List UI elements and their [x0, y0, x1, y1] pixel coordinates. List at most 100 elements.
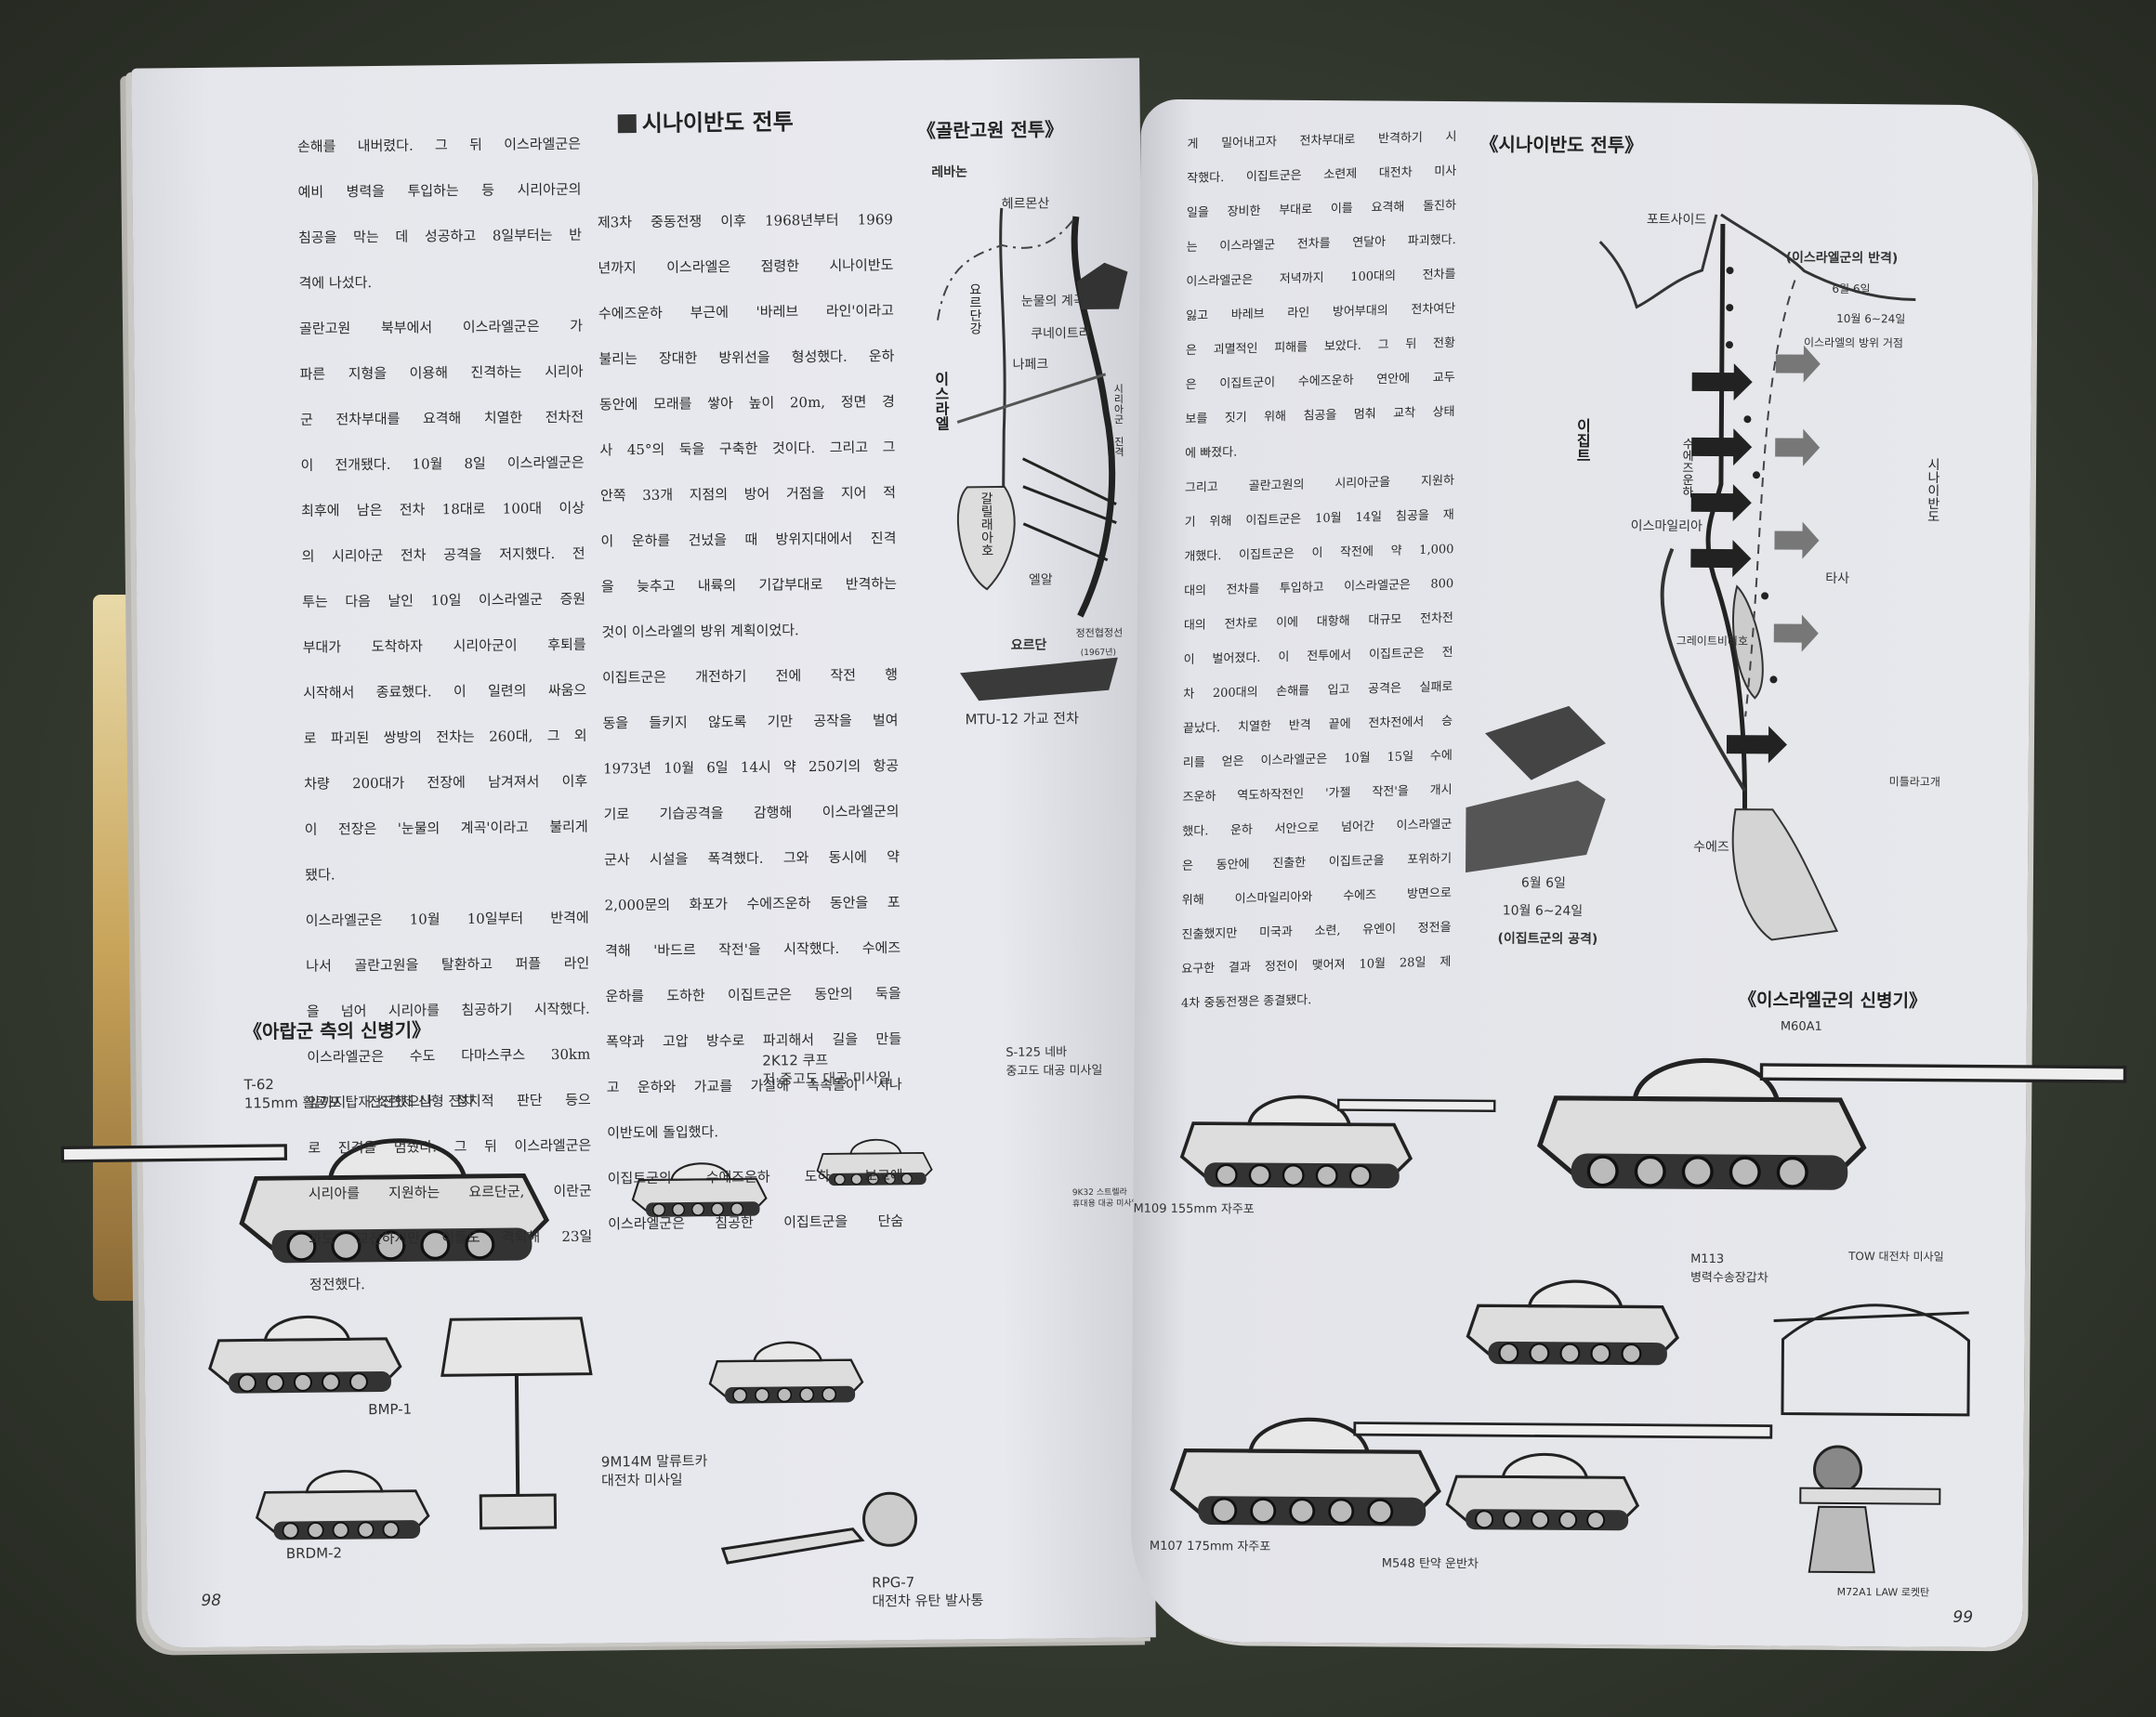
body-text-line: 기로 기습공격을 감행해 이스라엘군의 — [603, 803, 900, 823]
weapon-name: S-125 네바 — [1006, 1045, 1068, 1060]
body-text-line: 수에즈운하 부근에 '바레브 라인'이라고 — [598, 302, 894, 322]
page-number-right: 99 — [1952, 1607, 1974, 1627]
brdm2-drawing — [255, 1470, 430, 1540]
arab-weapons-heading: 《아랍군 측의 신병기》 — [243, 1018, 431, 1043]
body-text-line: 시작해서 종료했다. 이 일련의 싸움으 — [303, 681, 587, 701]
map-label-lebanon: 레바논 — [931, 164, 968, 180]
weapon-name: M107 175mm 자주포 — [1149, 1539, 1271, 1554]
weapon-caption-m60a1: M60A1 — [1781, 1017, 1822, 1036]
m109-drawing — [1179, 1094, 1496, 1188]
t62-drawing — [60, 1138, 550, 1264]
map-label-great-bitter-lake: 그레이트비터호 — [1676, 634, 1749, 649]
weapon-name: M72A1 LAW 로켓탄 — [1836, 1585, 1930, 1599]
body-text-line: 을 늦추고 내륙의 기갑부대로 반격하는 — [600, 575, 898, 596]
weapon-caption-m109: M109 155mm 자주포 — [1133, 1200, 1254, 1220]
weapon-desc: 병력수송장갑차 — [1689, 1270, 1768, 1286]
body-text-line: 침공을 막는 데 성공하고 8일부터는 반 — [297, 226, 583, 246]
map-title: 《골란고원 전투》 — [916, 118, 1064, 142]
map-label-el-al: 엘알 — [1028, 572, 1053, 588]
map-label-galilee: 갈릴래아호 — [978, 492, 994, 557]
body-text-line: 군 전차부대를 요격해 치열한 전차전 — [300, 408, 585, 428]
map-label-ceasefire-line: 정전협정선 — [1075, 626, 1124, 640]
body-text-line: 것이 이스라엘의 방위 계획이었다. — [601, 622, 799, 641]
weapon-caption-m113: M113 병력수송장갑차 — [1690, 1251, 1768, 1289]
weapon-name: BMP-1 — [368, 1400, 413, 1419]
m548-drawing — [1445, 1452, 1640, 1531]
body-text-line: 예비 병력을 투입하는 등 시리아군의 — [297, 180, 582, 201]
tow-drawing — [1773, 1304, 1971, 1417]
left-text-column-2: 제3차 중동전쟁 이후 1968년부터 1969 년까지 이스라엘은 점령한 시나… — [598, 197, 904, 1247]
weapon-caption-m107: M107 175mm 자주포 — [1150, 1538, 1270, 1557]
rpg7-drawing — [720, 1491, 918, 1565]
weapon-name: RPG-7 — [872, 1573, 915, 1592]
body-text-line: 차량 200대가 전장에 남겨져서 이후 — [304, 772, 588, 793]
sa3-truck-drawing — [816, 1138, 933, 1186]
map-label-jordan: 요르단 — [1010, 637, 1047, 653]
weapon-desc: 115mm 활공포 탑재 소련제 신형 전차 — [243, 1092, 475, 1112]
body-text-line: 시리아를 지원하는 요르단군, 이란군 — [308, 1182, 592, 1202]
m107-drawing — [1169, 1417, 1773, 1527]
body-text-line: 파른 지형을 이용해 진격하는 시리아 — [299, 362, 584, 383]
mtu12-caption: MTU-12 가교 전차 — [965, 710, 1079, 728]
body-text-line: 손해를 내버렸다. 그 뒤 이스라엘군은 — [296, 135, 582, 155]
arab-weapons-illustration — [60, 1138, 933, 1565]
body-text-line: 제3차 중동전쟁 이후 1968년부터 1969 — [597, 211, 893, 231]
weapon-name: T-62 — [243, 1076, 274, 1094]
map-label-hermon: 헤르몬산 — [1001, 196, 1050, 212]
m60a1-drawing — [1536, 1057, 2127, 1190]
map-label-valley-of-tears: 눈물의 계곡 — [1020, 293, 1085, 309]
map-label-port-said: 포트사이드 — [1646, 212, 1707, 228]
map-label-egypt-oct: 10월 6~24일 — [1502, 903, 1584, 920]
map-label-ceasefire-year: (1967년) — [1080, 648, 1117, 659]
body-text-line: 1973년 10월 6일 14시 약 250기의 항공 — [602, 757, 900, 778]
section-heading-text: 시나이반도 전투 — [641, 109, 794, 137]
weapon-caption-bmp1: BMP-1 — [368, 1400, 412, 1419]
israeli-weapons-heading: 《이스라엘군의 신병기》 — [1738, 990, 1927, 1012]
israeli-weapons-illustration — [1169, 1057, 2127, 1574]
body-text-line: 동안에 모래를 쌓아 높이 20m, 정면 경 — [598, 393, 896, 413]
map-label-nafakh: 나페크 — [1012, 357, 1049, 373]
weapon-name: M113 — [1690, 1252, 1725, 1267]
body-text-line: 이스라엘군은 침공한 이집트군을 단숨 — [608, 1212, 904, 1233]
weapon-name: M60A1 — [1780, 1019, 1822, 1034]
map-label-egypt: 이집트 — [1573, 417, 1592, 464]
weapon-name: M548 탄약 운반차 — [1381, 1556, 1479, 1572]
m113-drawing — [1466, 1279, 1680, 1366]
body-text-line: 투는 다음 날인 10일 이스라엘군 증원 — [302, 590, 586, 610]
map-label-israeli-june6: 6월 6일 — [1832, 282, 1871, 296]
map-label-israeli-oct: 10월 6~24일 — [1836, 311, 1906, 326]
map-label-suez: 수에즈 — [1693, 839, 1729, 856]
map-label-quneitra: 쿠네이트라 — [1031, 325, 1091, 342]
body-text-line: 의 시리아군 전차 공격을 저지했다. 전 — [301, 544, 585, 565]
weapon-name: TOW 대전차 미사일 — [1848, 1250, 1944, 1264]
body-text-line: 격해 '바드르 작전'을 시작했다. 수에즈 — [605, 939, 901, 960]
weapon-name: 9K32 스트렐라 — [1071, 1187, 1127, 1199]
body-text-line: 년까지 이스라엘은 점령한 시나이반도 — [598, 256, 894, 277]
body-text-line: 부대가 도착하자 시리아군이 후퇴를 — [302, 636, 586, 656]
body-text-line: 과도 교전하지만 이들도 격퇴해 23일 — [309, 1227, 593, 1248]
weapon-desc: 저·중고도 대공 미사일 — [762, 1069, 892, 1088]
body-text-line: 사 45°의 둑을 구축한 것이다. 그리고 그 — [599, 439, 896, 459]
body-text-line: 불리는 장대한 방위선을 형성했다. 운하 — [598, 347, 895, 368]
body-text-line: 이집트군은 개전하기 전에 작전 행 — [601, 666, 899, 687]
bmp1-drawing — [208, 1315, 402, 1394]
map-label-israeli-strongpoints: 이스라엘의 방위 거점 — [1803, 335, 1904, 350]
body-text-line: 골란고원 북부에서 이스라엘군은 가 — [298, 317, 584, 337]
map-label-sinai: 시나이반도 — [1925, 457, 1941, 523]
body-text-line: 됐다. — [305, 866, 335, 884]
weapon-caption-brdm2: BRDM-2 — [286, 1543, 342, 1563]
malyutka-drawing — [440, 1317, 593, 1530]
map-label-israeli-counterattack: (이스라엘군의 반격) — [1785, 250, 1899, 267]
body-text-line: 로 진격을 멈췄다. 그 뒤 이스라엘군은 — [308, 1136, 592, 1157]
weapon-desc: 중고도 대공 미사일 — [1006, 1063, 1103, 1079]
golan-map-drawing — [937, 207, 1128, 701]
body-text-line: 운하를 도하한 이집트군은 동안의 둑을 — [605, 985, 901, 1005]
map-label-egyptian-attack: (이집트군의 공격) — [1497, 931, 1598, 948]
